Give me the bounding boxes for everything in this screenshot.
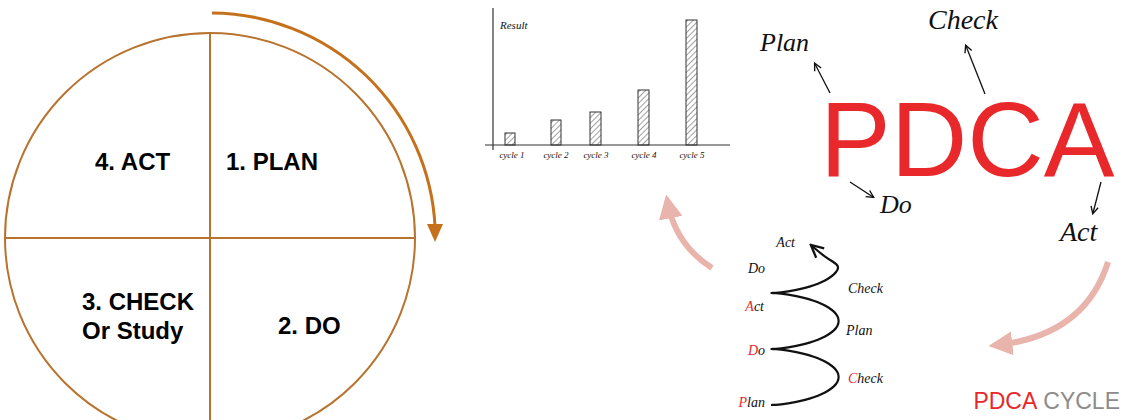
- axis-label: cycle 4: [631, 151, 656, 160]
- phase-label: 4. ACT: [95, 148, 170, 177]
- phase-word: Plan: [760, 30, 809, 56]
- spiral-label: Plan: [739, 396, 765, 410]
- footer-word: CYCLE: [1043, 390, 1120, 413]
- axis-label: cycle 5: [679, 151, 704, 160]
- chart-bar: [638, 90, 649, 145]
- chart-bar: [551, 120, 561, 145]
- cycle-wheel: [5, 33, 415, 420]
- spiral-label: Act: [745, 300, 764, 314]
- footer-word: PDCA: [973, 390, 1037, 413]
- wheel-divider: [209, 33, 211, 420]
- axis-label: cycle 1: [499, 151, 524, 160]
- spiral-label: Act: [776, 236, 795, 250]
- pdca-heading: PDCA: [820, 86, 1115, 192]
- phase-label: 3. CHECK Or Study: [82, 288, 200, 346]
- quadrant-region: 1. PLAN: [226, 148, 318, 177]
- spiral-label: Check: [848, 282, 883, 296]
- spiral-label: Do: [748, 344, 765, 358]
- flow-arrow: [998, 262, 1108, 345]
- axis-label: cycle 2: [543, 151, 568, 160]
- spiral-label: Plan: [846, 324, 872, 338]
- phase-word: Act: [1060, 218, 1097, 246]
- direction-arc: [212, 13, 435, 226]
- quadrant-region: 4. ACT: [95, 148, 170, 177]
- flow-arrow: [668, 204, 712, 268]
- chart-bar: [505, 133, 515, 145]
- phase-label: 2. DO: [278, 312, 341, 341]
- direction-arrowhead: [427, 224, 443, 242]
- axis-label: cycle 3: [583, 151, 608, 160]
- spiral-label: Do: [748, 262, 765, 276]
- phase-word: Check: [928, 6, 998, 34]
- chart-bar: [686, 20, 697, 145]
- chart-bar: [590, 112, 601, 145]
- phase-word: Do: [880, 192, 912, 218]
- chart-axis: [492, 8, 493, 150]
- spiral-label: Check: [848, 372, 883, 386]
- quadrant-region: 3. CHECK Or Study: [82, 288, 200, 346]
- spiral-coil: [771, 246, 839, 405]
- chart-title: Result: [500, 20, 528, 31]
- phase-label: 1. PLAN: [226, 148, 318, 177]
- quadrant-region: 2. DO: [278, 312, 341, 341]
